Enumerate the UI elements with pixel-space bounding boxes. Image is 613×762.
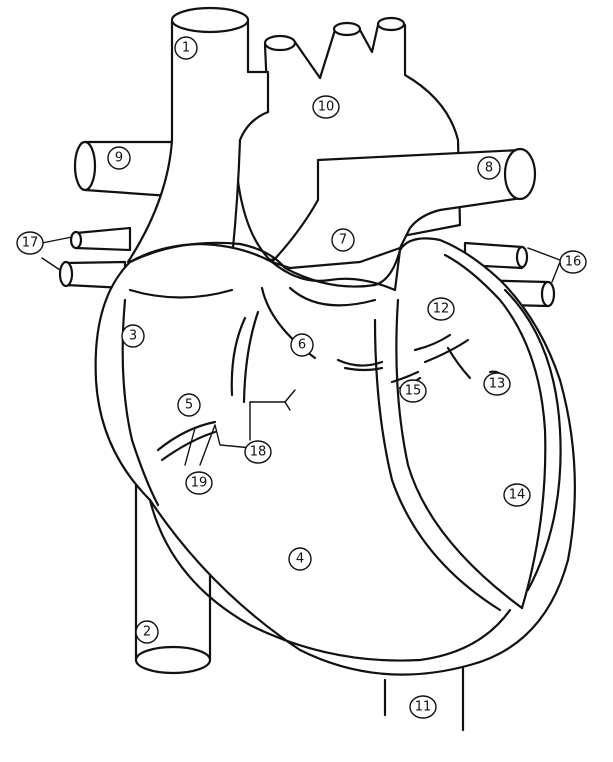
label-2: 2 <box>136 621 158 643</box>
label-number: 10 <box>318 100 335 115</box>
label-17: 17 <box>17 232 43 254</box>
label-number: 9 <box>115 151 123 166</box>
label-6: 6 <box>291 334 313 356</box>
label-number: 1 <box>182 41 190 56</box>
label-12: 12 <box>428 298 454 320</box>
label-number: 5 <box>185 398 193 413</box>
label-number: 12 <box>433 302 450 317</box>
label-number: 13 <box>489 377 506 392</box>
label-number: 3 <box>129 329 137 344</box>
label-number: 16 <box>565 255 582 270</box>
label-11: 11 <box>410 696 436 718</box>
label-number: 4 <box>296 552 304 567</box>
label-13: 13 <box>484 373 510 395</box>
label-16: 16 <box>560 251 586 273</box>
label-5: 5 <box>178 394 200 416</box>
label-number: 7 <box>339 233 347 248</box>
label-9: 9 <box>108 147 130 169</box>
label-number: 11 <box>415 700 432 715</box>
label-number: 2 <box>143 625 151 640</box>
label-19: 19 <box>186 472 212 494</box>
label-15: 15 <box>400 380 426 402</box>
label-3: 3 <box>122 325 144 347</box>
label-number: 14 <box>509 488 526 503</box>
label-number: 17 <box>22 236 39 251</box>
label-number: 19 <box>191 476 208 491</box>
label-8: 8 <box>478 157 500 179</box>
label-14: 14 <box>504 484 530 506</box>
label-10: 10 <box>313 96 339 118</box>
label-18: 18 <box>245 441 271 463</box>
label-number: 6 <box>298 338 306 353</box>
label-1: 1 <box>175 37 197 59</box>
label-number: 18 <box>250 445 267 460</box>
label-number: 8 <box>485 161 493 176</box>
label-number: 15 <box>405 384 422 399</box>
label-4: 4 <box>289 548 311 570</box>
label-7: 7 <box>332 229 354 251</box>
